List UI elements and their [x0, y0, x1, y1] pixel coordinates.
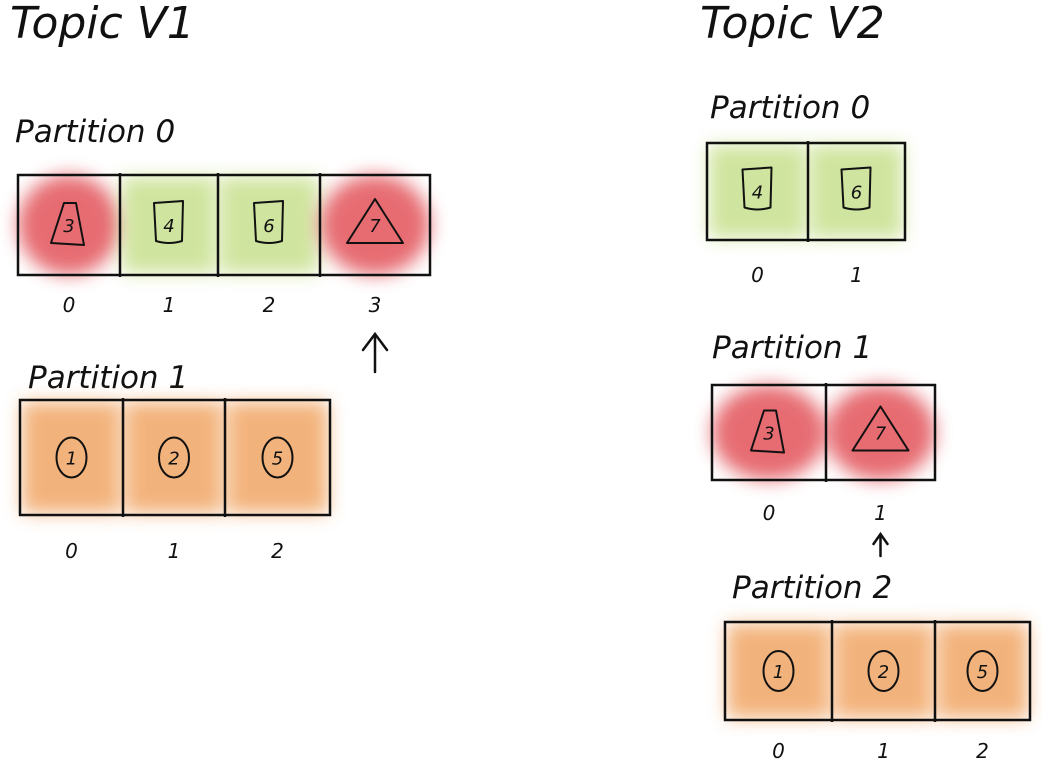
- message-cell: 1: [727, 624, 830, 718]
- partition-box: [16, 173, 432, 277]
- highlight-glow: [227, 402, 328, 513]
- highlight-glow: [220, 177, 318, 273]
- topic-v2-title: Topic V2: [700, 0, 885, 49]
- highlight-glow: [125, 402, 223, 513]
- cup-icon: [840, 166, 872, 211]
- topic-1-partition-1: Partition 1 1 0 2 1 5 2: [18, 360, 332, 563]
- cup-icon: [153, 200, 184, 244]
- message-cell: 2: [125, 402, 223, 513]
- highlight-glow: [122, 177, 216, 273]
- message-cell: 1: [22, 402, 121, 513]
- highlight-glow: [18, 175, 120, 275]
- highlight-glow: [320, 175, 430, 275]
- offset-label: 1: [168, 539, 181, 563]
- topic-2-partition-1: Partition 1 3 0 7 1: [710, 330, 937, 558]
- message-cell: 2: [834, 624, 933, 718]
- triangle-icon: [346, 198, 404, 244]
- highlight-glow: [937, 624, 1028, 718]
- message-value: 7: [369, 216, 381, 237]
- offset-label: 1: [163, 293, 176, 317]
- circle-icon: [867, 650, 900, 692]
- trapezoid-icon: [750, 409, 785, 454]
- message-value: 6: [263, 216, 274, 237]
- highlight-glow: [810, 145, 903, 238]
- topic-2-partition-2: Partition 2 1 0 2 1 5 2: [723, 570, 1032, 761]
- offset-label: 0: [63, 293, 76, 317]
- partition-label: Partition 0: [710, 90, 870, 126]
- pointer-arrow-icon: [872, 531, 889, 558]
- message-value: 3: [63, 216, 74, 237]
- partition-label: Partition 2: [732, 570, 892, 606]
- circle-icon: [261, 436, 294, 479]
- offset-label: 3: [369, 293, 382, 317]
- message-value: 5: [272, 449, 283, 470]
- message-value: 7: [875, 424, 887, 445]
- highlight-glow: [709, 145, 806, 238]
- triangle-icon: [851, 405, 910, 452]
- partition-label: Partition 1: [712, 330, 872, 366]
- message-cell: 5: [227, 402, 328, 513]
- highlight-glow: [834, 624, 933, 718]
- circle-icon: [762, 650, 795, 692]
- offset-label: 0: [763, 501, 776, 525]
- offset-label: 2: [263, 293, 276, 317]
- offset-label: 1: [877, 739, 890, 761]
- message-value: 3: [763, 424, 774, 445]
- offset-label: 1: [850, 263, 863, 287]
- topic-2-partition-0: Partition 0 4 0 6 1: [705, 90, 907, 287]
- topic-v1-title: Topic V1: [10, 0, 195, 49]
- message-value: 4: [752, 183, 763, 204]
- highlight-glow: [712, 385, 826, 480]
- pointer-arrow-icon: [361, 331, 389, 374]
- circle-icon: [158, 436, 190, 479]
- highlight-glow: [826, 385, 935, 480]
- message-cell: 3: [18, 175, 120, 275]
- message-value: 6: [851, 183, 862, 204]
- message-cell: 6: [810, 145, 903, 238]
- circle-icon: [966, 650, 999, 692]
- partition-box: [18, 398, 332, 517]
- message-value: 5: [977, 662, 988, 683]
- offset-label: 2: [271, 539, 284, 563]
- message-value: 2: [168, 449, 179, 470]
- message-cell: 6: [220, 177, 318, 273]
- circle-icon: [55, 436, 88, 479]
- partition-box: [723, 620, 1032, 722]
- offset-label: 2: [976, 739, 989, 761]
- trapezoid-icon: [50, 202, 85, 246]
- message-value: 4: [163, 216, 174, 237]
- offset-label: 0: [65, 539, 78, 563]
- message-cell: 5: [937, 624, 1028, 718]
- cup-icon: [253, 200, 284, 244]
- message-value: 2: [878, 662, 889, 683]
- offset-label: 0: [751, 263, 764, 287]
- cup-icon: [741, 166, 773, 211]
- partition-label: Partition 1: [28, 360, 188, 396]
- partition-box: [705, 141, 907, 242]
- highlight-glow: [727, 624, 830, 718]
- partition-box: [710, 383, 937, 482]
- highlight-glow: [22, 402, 121, 513]
- message-value: 1: [66, 449, 77, 470]
- message-cell: 3: [712, 385, 826, 480]
- message-cell: 7: [826, 385, 935, 480]
- message-cell: 4: [122, 177, 216, 273]
- topic-1-partition-0: Partition 0 3 0 4 1 6 2 7 3: [15, 114, 432, 374]
- offset-label: 0: [772, 739, 785, 761]
- message-cell: 4: [709, 145, 806, 238]
- message-cell: 7: [320, 175, 430, 275]
- partition-label: Partition 0: [15, 114, 175, 150]
- message-value: 1: [773, 662, 784, 683]
- offset-label: 1: [874, 501, 887, 525]
